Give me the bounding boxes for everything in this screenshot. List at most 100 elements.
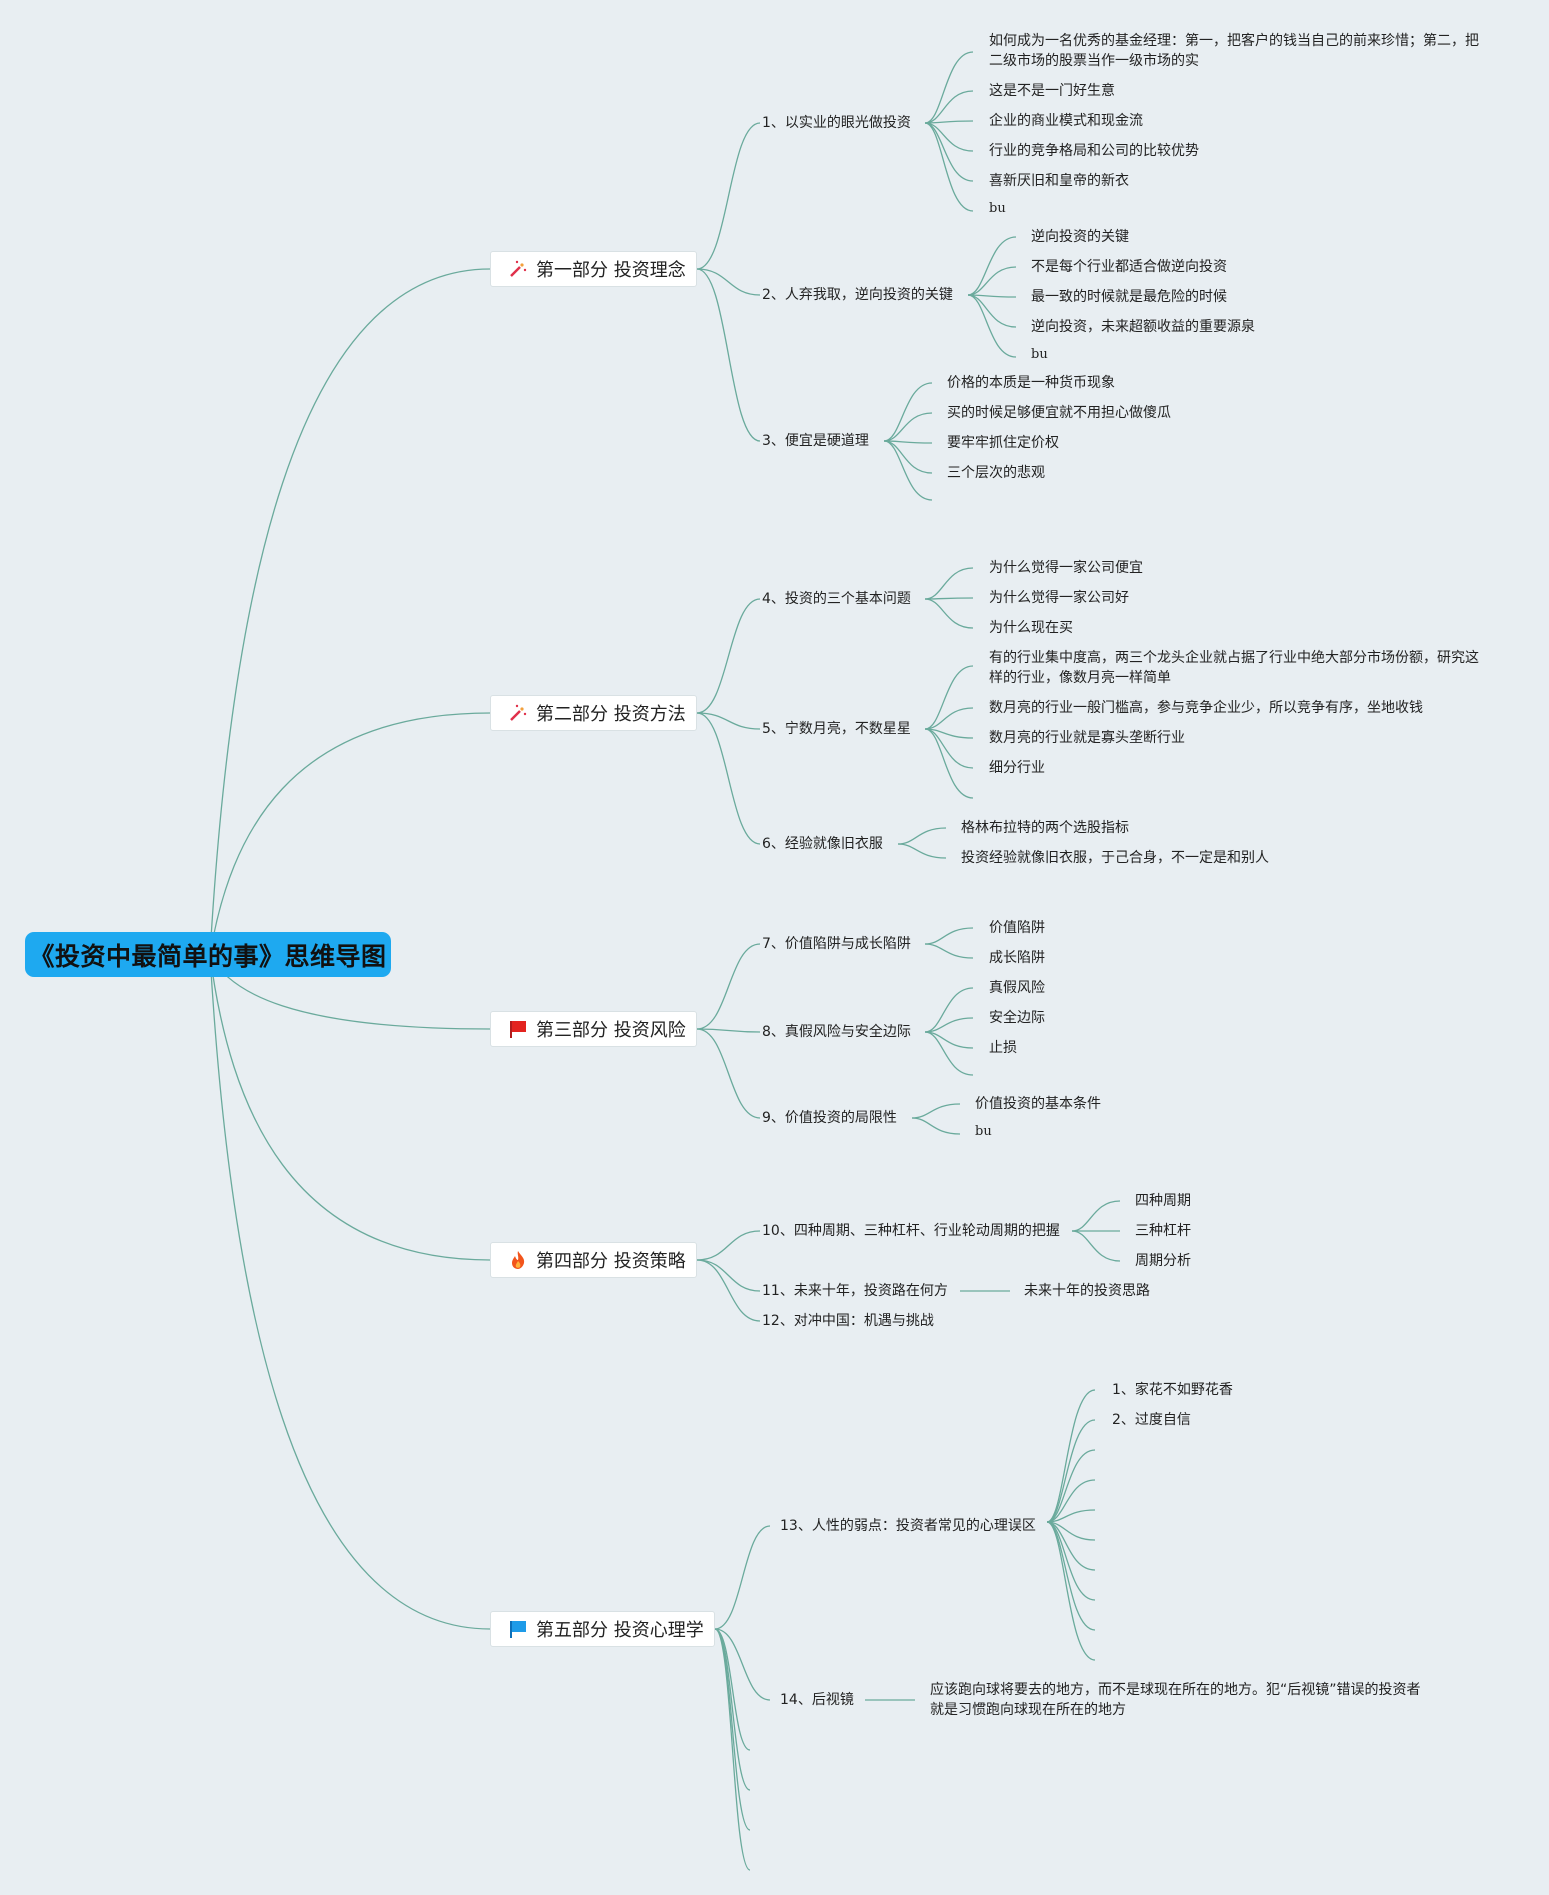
leaf[interactable]: 为什么觉得一家公司好 <box>989 590 1129 606</box>
leaf[interactable]: 投资经验就像旧衣服，于己合身，不一定是和别人 <box>961 850 1269 866</box>
leaf[interactable]: 三个层次的悲观 <box>947 465 1045 481</box>
leaf[interactable]: 不是每个行业都适合做逆向投资 <box>1031 259 1227 275</box>
connector-line <box>696 122 761 270</box>
connector-line <box>696 1259 761 1292</box>
leaf[interactable]: 1、家花不如野花香 <box>1112 1382 1233 1398</box>
topic-13[interactable]: 13、人性的弱点：投资者常见的心理误区 <box>780 1518 1036 1534</box>
leaf[interactable]: bu <box>975 1124 992 1139</box>
connector-line <box>924 122 974 212</box>
connector-line <box>714 1628 771 1701</box>
connector-line <box>1046 1389 1096 1523</box>
leaf[interactable]: 数月亮的行业一般门槛高，参与竞争企业少，所以竞争有序，坐地收钱 <box>989 700 1423 716</box>
section-title: 第五部分 投资心理学 <box>536 1620 704 1641</box>
connector-line <box>696 268 761 296</box>
topic-1[interactable]: 1、以实业的眼光做投资 <box>762 115 911 131</box>
magic-wand-icon <box>507 258 529 280</box>
leaf[interactable]: 安全边际 <box>989 1010 1045 1026</box>
connector-line <box>209 268 491 956</box>
section-2[interactable]: 第二部分 投资方法 <box>490 695 697 731</box>
leaf[interactable]: bu <box>1031 347 1048 362</box>
topic-4[interactable]: 4、投资的三个基本问题 <box>762 591 911 607</box>
connector-line <box>714 1628 751 1831</box>
root-title[interactable]: 《投资中最简单的事》思维导图 <box>25 932 391 977</box>
connector-line <box>924 728 974 799</box>
leaf[interactable]: 有的行业集中度高，两三个龙头企业就占据了行业中绝大部分市场份额，研究这样的行业，… <box>989 650 1479 686</box>
leaf[interactable]: 如何成为一名优秀的基金经理：第一，把客户的钱当自己的前来珍惜；第二，把二级市场的… <box>989 33 1479 69</box>
section-title: 第二部分 投资方法 <box>536 704 686 725</box>
section-5[interactable]: 第五部分 投资心理学 <box>490 1611 715 1647</box>
connector-line <box>924 943 974 959</box>
connector-line <box>696 712 761 730</box>
leaf[interactable]: 价格的本质是一种货币现象 <box>947 375 1115 391</box>
connector-line <box>883 440 933 501</box>
leaf[interactable]: 价值投资的基本条件 <box>975 1096 1101 1112</box>
connector-line <box>209 954 491 1261</box>
leaf[interactable]: 这是不是一门好生意 <box>989 83 1115 99</box>
topic-12[interactable]: 12、对冲中国：机遇与挑战 <box>762 1313 934 1329</box>
leaf[interactable]: 为什么觉得一家公司便宜 <box>989 560 1143 576</box>
connector-line <box>714 1628 751 1791</box>
section-title: 第三部分 投资风险 <box>536 1020 686 1041</box>
section-title: 第一部分 投资理念 <box>536 260 686 281</box>
red-flag-icon <box>507 1018 529 1040</box>
leaf[interactable]: 逆向投资的关键 <box>1031 229 1129 245</box>
leaf[interactable]: 止损 <box>989 1040 1017 1056</box>
connector-line <box>897 827 947 845</box>
leaf[interactable]: 价值陷阱 <box>989 920 1045 936</box>
leaf[interactable]: 三种杠杆 <box>1135 1223 1191 1239</box>
leaf[interactable]: 细分行业 <box>989 760 1045 776</box>
connector-line <box>924 90 974 124</box>
leaf[interactable]: 行业的竞争格局和公司的比较优势 <box>989 143 1199 159</box>
magic-wand-icon <box>507 702 529 724</box>
topic-8[interactable]: 8、真假风险与安全边际 <box>762 1024 911 1040</box>
topic-6[interactable]: 6、经验就像旧衣服 <box>762 836 883 852</box>
connector-line <box>924 597 974 600</box>
connector-line <box>696 598 761 714</box>
topic-2[interactable]: 2、人弃我取，逆向投资的关键 <box>762 287 953 303</box>
leaf[interactable]: 四种周期 <box>1135 1193 1191 1209</box>
leaf[interactable]: 格林布拉特的两个选股指标 <box>961 820 1129 836</box>
section-3[interactable]: 第三部分 投资风险 <box>490 1011 697 1047</box>
topic-5[interactable]: 5、宁数月亮，不数星星 <box>762 721 911 737</box>
connector-line <box>1046 1521 1096 1631</box>
section-1[interactable]: 第一部分 投资理念 <box>490 251 697 287</box>
topic-14[interactable]: 14、后视镜 <box>780 1692 854 1708</box>
leaf[interactable]: 周期分析 <box>1135 1253 1191 1269</box>
connector-line <box>911 1103 961 1119</box>
connector-line <box>924 728 974 769</box>
leaf[interactable]: 成长陷阱 <box>989 950 1045 966</box>
leaf[interactable]: 要牢牢抓住定价权 <box>947 435 1059 451</box>
section-4[interactable]: 第四部分 投资策略 <box>490 1242 697 1278</box>
leaf[interactable]: bu <box>989 201 1006 216</box>
leaf[interactable]: 企业的商业模式和现金流 <box>989 113 1143 129</box>
connector-line <box>924 51 974 124</box>
connector-line <box>696 1028 761 1119</box>
leaf[interactable]: 应该跑向球将要去的地方，而不是球现在所在的地方。犯“后视镜”错误的投资者就是习惯… <box>930 1682 1421 1718</box>
leaf[interactable]: 真假风险 <box>989 980 1045 996</box>
leaf[interactable]: 数月亮的行业就是寡头垄断行业 <box>989 730 1185 746</box>
connector-line <box>1046 1509 1096 1523</box>
topic-10[interactable]: 10、四种周期、三种杠杆、行业轮动周期的把握 <box>762 1223 1060 1239</box>
connector-line <box>967 236 1017 296</box>
leaf[interactable]: 为什么现在买 <box>989 620 1073 636</box>
leaf[interactable]: 喜新厌旧和皇帝的新衣 <box>989 173 1129 189</box>
leaf[interactable]: 逆向投资，未来超额收益的重要源泉 <box>1031 319 1255 335</box>
leaf[interactable]: 买的时候足够便宜就不用担心做傻瓜 <box>947 405 1171 421</box>
topic-3[interactable]: 3、便宜是硬道理 <box>762 433 869 449</box>
fire-icon <box>507 1249 529 1271</box>
leaf[interactable]: 最一致的时候就是最危险的时候 <box>1031 289 1227 305</box>
connector-line <box>714 1628 751 1871</box>
connector-line <box>1046 1419 1096 1523</box>
connector-line <box>209 954 491 1630</box>
connector-line <box>1046 1521 1096 1661</box>
topic-9[interactable]: 9、价值投资的局限性 <box>762 1110 897 1126</box>
connector-line <box>924 707 974 730</box>
connector-line <box>967 266 1017 296</box>
leaf[interactable]: 未来十年的投资思路 <box>1024 1283 1150 1299</box>
connector-line <box>1046 1521 1096 1571</box>
topic-11[interactable]: 11、未来十年，投资路在何方 <box>762 1283 948 1299</box>
connector-line <box>924 1031 974 1076</box>
leaf[interactable]: 2、过度自信 <box>1112 1412 1191 1428</box>
topic-7[interactable]: 7、价值陷阱与成长陷阱 <box>762 936 911 952</box>
